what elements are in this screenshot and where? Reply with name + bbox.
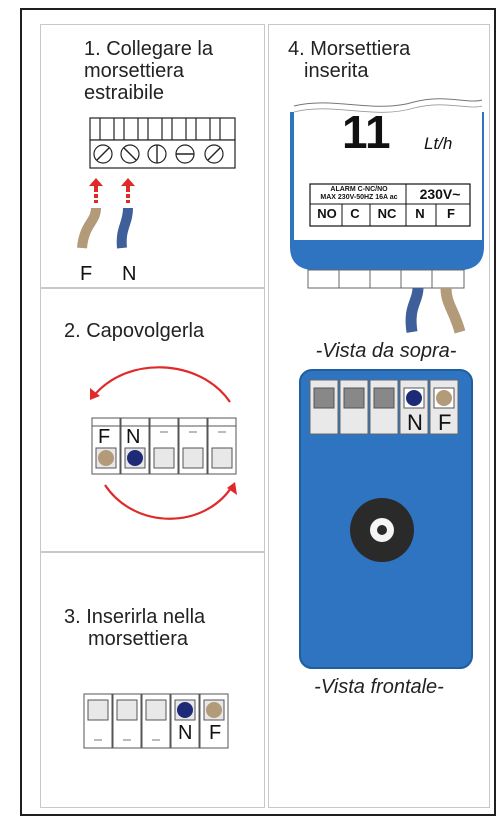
- step-4-title: 4. Morsettiera inserita: [288, 38, 410, 82]
- front-label-f: F: [438, 410, 452, 435]
- terminal-f: F: [447, 206, 455, 221]
- flipped-label-f: F: [98, 426, 111, 448]
- rotate-arrows-illustration: [90, 366, 237, 520]
- terminal-no: NO: [317, 206, 337, 221]
- flipped-label-n: N: [126, 426, 141, 448]
- step-1-line-1: 1. Collegare la: [84, 38, 213, 60]
- step-4-line-1: 4. Morsettiera: [288, 38, 411, 60]
- wire-f: [440, 287, 466, 334]
- wire-n: [405, 287, 424, 333]
- arrow-up-icon: [89, 178, 103, 203]
- wire-label-f: F: [80, 263, 93, 285]
- terminal-nc: NC: [377, 206, 397, 221]
- terminal-n: N: [415, 206, 425, 221]
- step-4-line-2: inserita: [304, 60, 369, 82]
- wire-f: [77, 207, 101, 249]
- rotate-arrow-top-icon: [91, 366, 231, 403]
- caption-front-view: -Vista frontale-: [314, 676, 444, 698]
- step-1-title: 1. Collegare la morsettiera estraibile: [84, 38, 213, 104]
- alarm-line-2: MAX 230V-50HZ 16A ac: [320, 194, 398, 201]
- arrow-up-icon: [121, 178, 135, 203]
- terminal-dot-n: [127, 450, 143, 466]
- inserted-label-n: N: [178, 722, 193, 744]
- device-front-view: [299, 369, 473, 669]
- rotate-arrow-bottom-icon: [104, 484, 234, 520]
- wire-n: [116, 207, 133, 249]
- flow-unit: Lt/h: [424, 134, 453, 153]
- panel-step-3: [40, 552, 265, 808]
- flipped-terminal-block: [91, 417, 237, 475]
- terminal-c: C: [350, 206, 360, 221]
- wire-label-n: N: [122, 263, 137, 285]
- step-3-line-1: 3. Inserirla nella: [64, 606, 206, 628]
- step-2-line-1: 2. Capovolgerla: [64, 320, 205, 342]
- wire-insertion-illustration: [77, 178, 135, 249]
- inserted-label-f: F: [209, 722, 222, 744]
- terminal-dot-n: [406, 390, 422, 406]
- voltage-label: 230V~: [419, 186, 461, 202]
- device-top-view: [290, 98, 484, 334]
- terminal-dot-n: [177, 702, 193, 718]
- step-1-line-3: estraibile: [84, 82, 165, 104]
- terminal-dot-f: [436, 390, 452, 406]
- step-3-title: 3. Inserirla nella morsettiera: [64, 606, 205, 650]
- alarm-rating-label: ALARM C-NC/NO MAX 230V-50HZ 16A ac: [312, 186, 406, 202]
- step-2-title: 2. Capovolgerla: [64, 320, 204, 342]
- front-label-n: N: [407, 410, 423, 435]
- flow-value: 11: [342, 106, 391, 158]
- step-1-line-2: morsettiera: [84, 60, 185, 82]
- terminal-block-illustration: [89, 117, 236, 169]
- terminal-dot-f: [206, 702, 222, 718]
- alarm-line-1: ALARM C-NC/NO: [330, 186, 388, 193]
- terminal-dot-f: [98, 450, 114, 466]
- step-3-line-2: morsettiera: [88, 628, 189, 650]
- instruction-sheet: [20, 8, 496, 816]
- inserted-terminal-block: [83, 693, 229, 749]
- caption-top-view: -Vista da sopra-: [315, 340, 457, 362]
